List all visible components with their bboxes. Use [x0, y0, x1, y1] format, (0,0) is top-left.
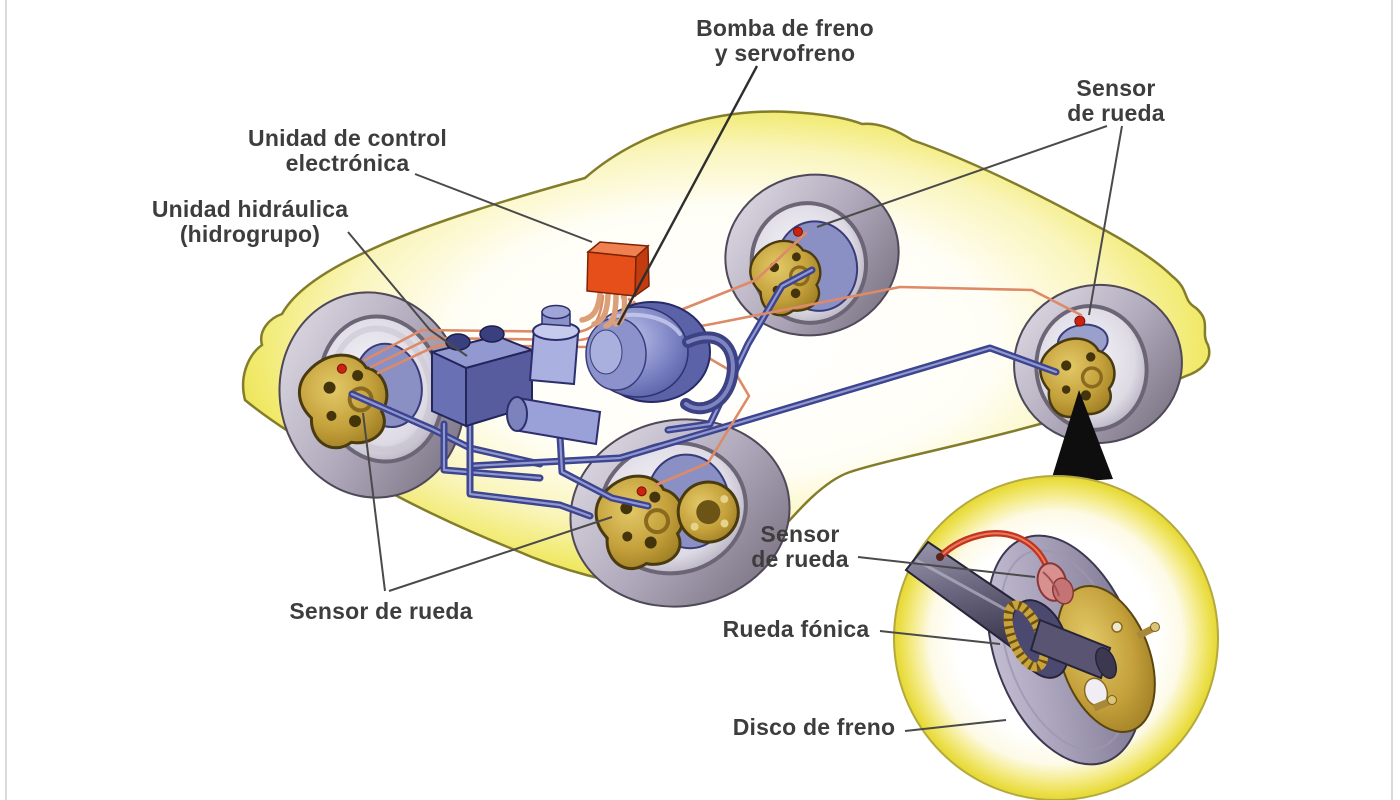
brake-servo — [585, 301, 711, 403]
leader-sensor-top-a — [816, 125, 1108, 228]
right-frame-line — [1391, 0, 1393, 800]
label-tone-wheel: Rueda fónica — [722, 616, 870, 642]
inset-wheel-sensor — [936, 530, 1074, 605]
master-cylinder — [506, 304, 602, 446]
label-wheel-sensor-top-line2: de rueda — [1067, 99, 1165, 126]
leader-control-unit — [414, 173, 593, 243]
label-brake-pump-line1: Bomba de freno — [696, 15, 874, 41]
label-control-unit-line1: Unidad de control — [248, 125, 447, 151]
label-hydraulic-unit-line2: (hidrogrupo) — [179, 220, 321, 247]
wheel-front-right — [569, 418, 791, 608]
inset-stub-axle — [1029, 618, 1112, 680]
leader-brake-disc — [904, 719, 1007, 732]
left-frame-line — [5, 0, 7, 800]
inset-wheel-sensor-detail — [893, 475, 1219, 800]
label-brake-disc: Disco de freno — [732, 714, 896, 740]
label-wheel-sensor-inset: Sensor de rueda — [730, 522, 870, 572]
label-wheel-sensor-inset-line1: Sensor — [760, 521, 840, 547]
label-wheel-sensor-inset-line2: de rueda — [751, 545, 849, 572]
wheel-rear-left — [724, 173, 900, 337]
wheel-sensor-dot — [792, 226, 803, 237]
label-wheel-sensor-bottom: Sensor de rueda — [289, 598, 473, 624]
hydraulic-unit — [429, 325, 536, 428]
electronic-control-unit — [586, 241, 650, 298]
label-hydraulic-unit: Unidad hidráulica (hidrogrupo) — [130, 197, 370, 247]
label-brake-pump: Bomba de freno y servofreno — [660, 16, 910, 66]
label-hydraulic-unit-line1: Unidad hidráulica — [151, 196, 349, 222]
label-control-unit-line2: electrónica — [285, 149, 410, 176]
label-brake-pump-line2: y servofreno — [714, 39, 856, 66]
wheel-rear-right — [1013, 283, 1183, 445]
label-control-unit: Unidad de control electrónica — [225, 126, 470, 176]
label-wheel-sensor-top: Sensor de rueda — [1046, 76, 1186, 126]
brake-pipes — [348, 266, 1060, 520]
leader-tone-wheel — [879, 630, 1001, 645]
label-wheel-sensor-top-line1: Sensor — [1076, 75, 1156, 101]
wheel-sensor-dot — [636, 486, 647, 497]
leader-sensor-bottom-a — [362, 412, 386, 592]
leader-lines — [347, 65, 1123, 732]
wheel-sensor-dot — [1074, 315, 1086, 327]
leader-brake-pump — [616, 65, 759, 326]
leader-hydraulic-unit — [347, 231, 468, 357]
vacuum-hose — [680, 331, 739, 415]
leader-sensor-inset — [857, 556, 1036, 578]
wheel-studs — [1092, 622, 1160, 712]
leader-sensor-bottom-b — [388, 516, 613, 592]
leader-sensor-top-b — [1088, 125, 1123, 316]
magnifier-wedge — [1050, 390, 1113, 484]
wheel-sensor-dot — [336, 363, 347, 374]
